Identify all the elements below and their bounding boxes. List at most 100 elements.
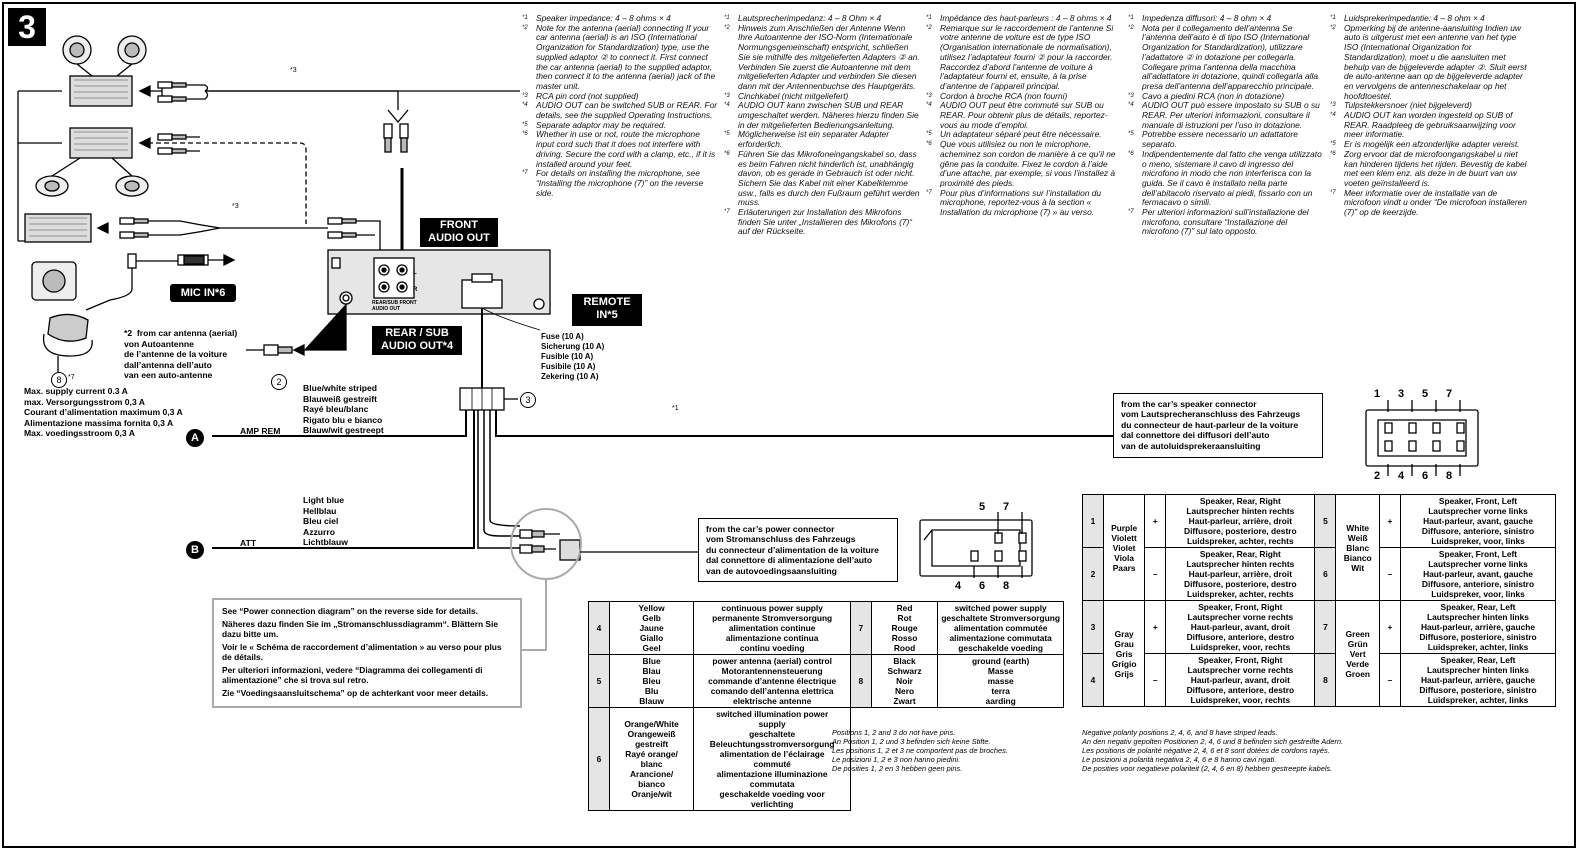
wire-function: power antenna (aerial) control Motorante… bbox=[693, 654, 851, 708]
note-mark: *2 bbox=[926, 24, 932, 31]
blue-white-wire-label: Blue/white striped Blauweiß gestreift Ra… bbox=[303, 383, 384, 435]
pin-number: 3 bbox=[1398, 388, 1405, 400]
rca-note-mark-2: *3 bbox=[232, 203, 239, 210]
impedance-note-mark: *1 bbox=[672, 405, 679, 412]
speaker-table-footnote: Negative polarity positions 2, 4, 6, and… bbox=[1082, 728, 1344, 773]
note-text: Whether in use or not, route the microph… bbox=[536, 129, 716, 169]
note-text: Speaker impedance: 4 – 8 ohms × 4 bbox=[536, 13, 671, 23]
note-text: Opmerking bij de antenne-aansluiting Ind… bbox=[1344, 22, 1527, 101]
pin-position: 1 bbox=[1082, 494, 1104, 548]
pin-position: 8 bbox=[849, 654, 872, 708]
mic-in-label: MIC IN*6 bbox=[170, 284, 236, 302]
pin-position: 6 bbox=[1314, 547, 1337, 601]
note-mark: *3 bbox=[724, 92, 730, 99]
note-mark: *5 bbox=[724, 131, 730, 138]
supply-current-note: Max. supply current 0.3 A max. Versorgun… bbox=[24, 386, 183, 438]
pin-number: 2 bbox=[1374, 470, 1381, 482]
note-text: Impedenza diffusori: 4 – 8 ohm × 4 bbox=[1142, 13, 1272, 23]
front-audio-out-label: FRONT AUDIO OUT bbox=[420, 218, 498, 247]
note-mark: *4 bbox=[926, 102, 932, 109]
pin-number: 8 bbox=[1003, 580, 1010, 592]
rear-sub-audio-out-label: REAR / SUB AUDIO OUT*4 bbox=[372, 326, 462, 355]
speaker-assignment: Speaker, Rear, Right Lautsprecher hinten… bbox=[1165, 547, 1316, 601]
note-nl-3: *3 Tulpstekkersnoer (niet bijgeleverd) bbox=[1330, 100, 1530, 111]
note-text: Nota per il collegamento dell’antenna Se… bbox=[1142, 22, 1318, 91]
note-text: Pour plus d’informations sur l’installat… bbox=[940, 187, 1102, 218]
note-nl-5: *5 Er is mogelijk een afzonderlijke adapt… bbox=[1330, 139, 1530, 150]
note-text: Er is mogelijk een afzonderlijke adapter… bbox=[1344, 139, 1520, 150]
power-connector-note: from the car’s power connector vom Strom… bbox=[698, 518, 898, 582]
note-text: Lautsprecherimpedanz: 4 – 8 Ohm × 4 bbox=[738, 13, 882, 23]
note-text: Meer informatie over de installatie van … bbox=[1344, 187, 1527, 218]
note-mark: *7 bbox=[926, 189, 932, 196]
note-nl-6: *6 Zorg ervoor dat de microfoongangskabel… bbox=[1330, 148, 1530, 189]
note-text: Luidsprekerimpedantie: 4 – 8 ohm × 4 bbox=[1344, 13, 1485, 23]
polarity: – bbox=[1378, 547, 1401, 601]
note-mark: *4 bbox=[1128, 102, 1134, 109]
note-text: Cordon à broche RCA (non fourni) bbox=[940, 90, 1068, 101]
note-mark: *5 bbox=[1330, 141, 1336, 148]
light-blue-wire-label: Light blue Hellblau Bleu ciel Azzurro Li… bbox=[303, 495, 348, 547]
note-mark: *3 bbox=[1330, 102, 1336, 109]
att-label: ATT bbox=[240, 538, 257, 548]
note-it-2: *2 Nota per il collegamento dell’antenna … bbox=[1128, 22, 1324, 92]
note-mark: *1 bbox=[1330, 15, 1336, 21]
note-fr-2: *2 Remarque sur le raccordement de l’ante… bbox=[926, 22, 1122, 92]
note-mark: *4 bbox=[522, 102, 528, 109]
speaker-assignment: Speaker, Front, Right Lautsprecher vorne… bbox=[1165, 653, 1316, 707]
polarity: – bbox=[1378, 653, 1401, 707]
note-text: Tulpstekkersnoer (niet bijgeleverd) bbox=[1344, 100, 1472, 111]
note-text: Note for the antenna (aerial) connecting… bbox=[536, 22, 716, 91]
polarity: + bbox=[1378, 600, 1401, 654]
pin-position: 7 bbox=[849, 601, 872, 655]
speaker-assignment: Speaker, Front, Left Lautsprecher vorne … bbox=[1399, 494, 1557, 548]
note-mark: *4 bbox=[724, 102, 730, 109]
polarity: + bbox=[1144, 600, 1167, 654]
see-power-line: See “Power connection diagram” on the re… bbox=[222, 606, 478, 616]
note-mark: *6 bbox=[724, 150, 730, 157]
note-text: Impédance des haut-parleurs : 4 – 8 ohms… bbox=[940, 13, 1112, 23]
amp-rem-label: AMP REM bbox=[240, 426, 281, 436]
remote-in-label: REMOTE IN*5 bbox=[572, 294, 642, 326]
note-mark: *5 bbox=[1128, 131, 1134, 138]
note-mark: *6 bbox=[1330, 150, 1336, 157]
jack-r: R bbox=[413, 287, 418, 293]
jack-l: L bbox=[413, 270, 417, 276]
pin-number: 5 bbox=[1422, 388, 1429, 400]
note-mark: *5 bbox=[522, 121, 528, 128]
note-text: AUDIO OUT può essere impostato su SUB o … bbox=[1142, 100, 1320, 130]
speaker-assignment: Speaker, Rear, Left Lautsprecher hinten … bbox=[1399, 653, 1557, 707]
note-mark: *4 bbox=[1330, 112, 1336, 119]
note-mark: *7 bbox=[724, 209, 730, 216]
section-number: 3 bbox=[8, 8, 46, 46]
wire-color: Blue Blau Bleu Blu Blauw bbox=[608, 654, 695, 708]
note-text: Zorg ervoor dat de microfoongangskabel u… bbox=[1344, 148, 1527, 188]
note-mark: *6 bbox=[926, 141, 932, 148]
terminal-a: A bbox=[186, 429, 204, 447]
polarity: + bbox=[1144, 494, 1167, 548]
note-text: Remarque sur le raccordement de l’antenn… bbox=[940, 22, 1114, 91]
pin-number: 6 bbox=[979, 580, 986, 592]
note-mark: *2 bbox=[1128, 24, 1134, 31]
note-text: Per ulteriori informazioni sull’installa… bbox=[1142, 207, 1309, 237]
wire-color: Yellow Gelb Jaune Giallo Geel bbox=[608, 601, 695, 655]
note-mark: *1 bbox=[926, 15, 932, 21]
fuse-label: Fuse (10 A) Sicherung (10 A) Fusible (10… bbox=[541, 332, 605, 381]
wire-color: Black Schwarz Noir Nero Zwart bbox=[870, 654, 939, 708]
note-it-4: *4 AUDIO OUT può essere impostato su SUB … bbox=[1128, 100, 1324, 130]
wire-color: Green Grün Vert Verde Groen bbox=[1335, 600, 1380, 707]
note-text: Cinchkabel (nicht mitgeliefert) bbox=[738, 90, 849, 101]
note-fr-7: *7 Pour plus d’informations sur l’install… bbox=[926, 187, 1122, 218]
table-row: 4–Speaker, Front, Right Lautsprecher vor… bbox=[1082, 653, 1557, 707]
